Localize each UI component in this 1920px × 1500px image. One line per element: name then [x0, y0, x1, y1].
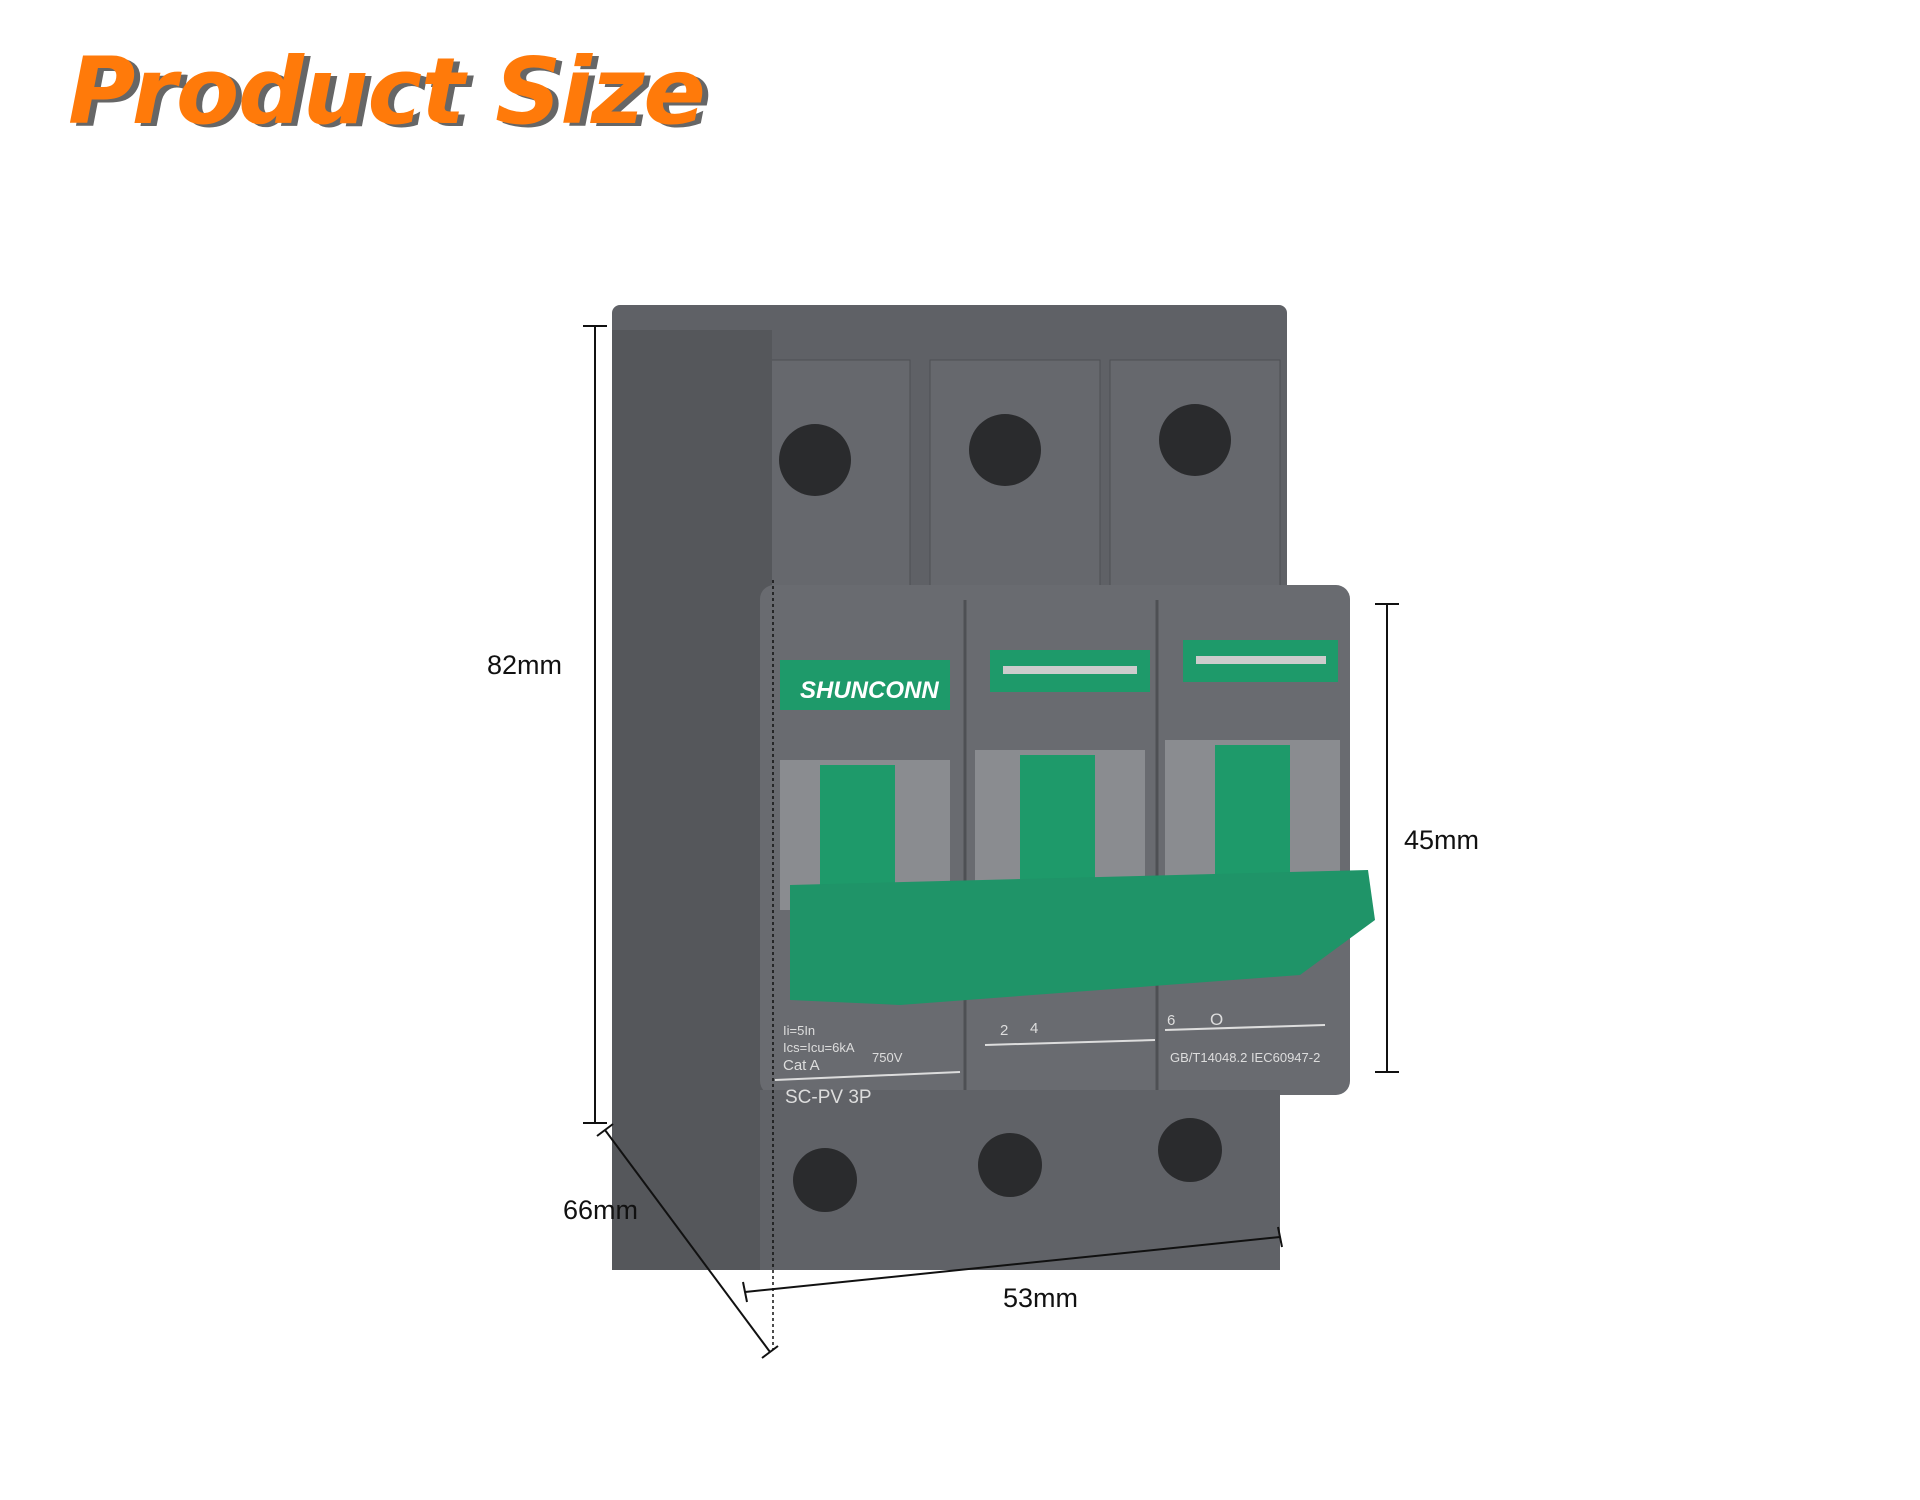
label-line: Ii=5In — [783, 1023, 815, 1038]
terminal-label: 4 — [1030, 1020, 1038, 1037]
breaker-body — [612, 305, 1375, 1270]
brand-label: SHUNCONN — [800, 677, 939, 704]
dimension-lines — [583, 325, 1399, 1359]
terminal-label: 6 — [1167, 1012, 1175, 1029]
label-line: 750V — [872, 1050, 903, 1065]
height-dimension-label: 82mm — [487, 650, 563, 680]
label-line: Ics=Icu=6kA — [783, 1040, 855, 1055]
page-title: Product Size — [68, 38, 706, 145]
off-mark: O — [1210, 1010, 1223, 1029]
terminal-label: 2 — [1000, 1022, 1008, 1039]
depth-dimension-label: 66mm — [563, 1195, 639, 1225]
handle-bar — [790, 870, 1375, 1005]
front-height-dimension-label: 45mm — [1404, 825, 1480, 855]
model-label: SC-PV 3P — [785, 1087, 872, 1108]
brand-plate — [780, 660, 950, 710]
width-dimension-label: 53mm — [1003, 1283, 1079, 1313]
label-line: Cat A — [783, 1057, 820, 1074]
standards-label: GB/T14048.2 IEC60947-2 — [1170, 1050, 1320, 1065]
